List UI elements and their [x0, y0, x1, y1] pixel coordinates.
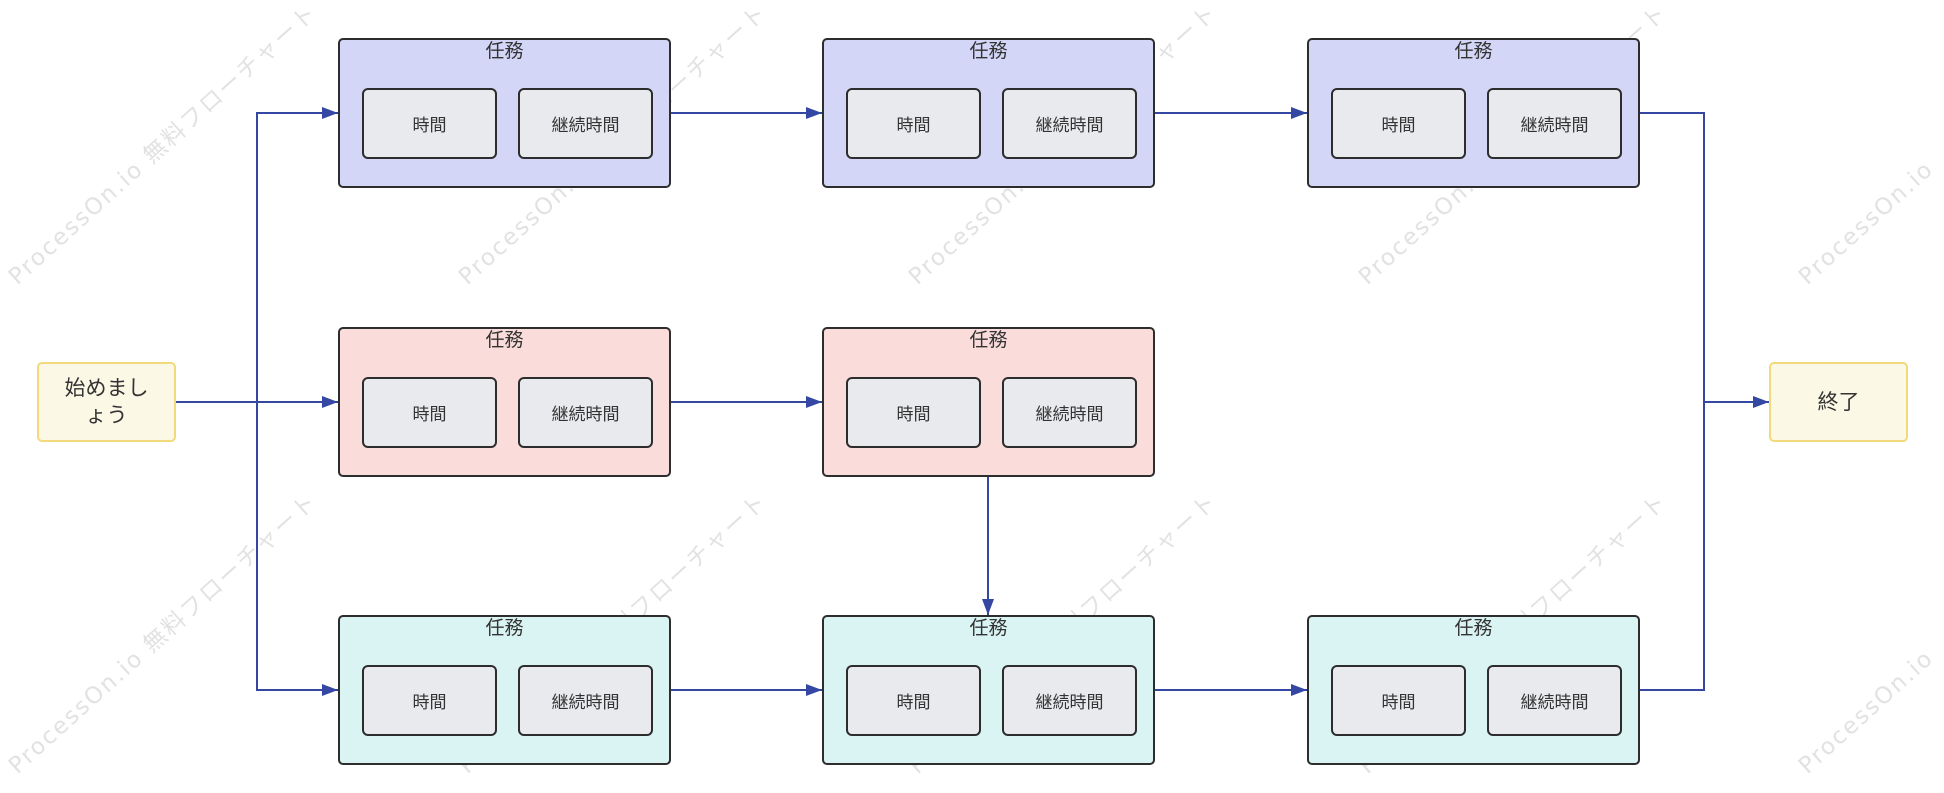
time-cell: 時間 [362, 88, 497, 159]
duration-cell: 継続時間 [1002, 377, 1137, 448]
task-title: 任務 [1454, 617, 1493, 639]
task-node-r1-c2: 任務 時間 継続時間 [822, 38, 1155, 188]
time-cell: 時間 [846, 88, 981, 159]
task-title: 任務 [485, 40, 524, 62]
connector-r1c3-to-merge [1640, 112, 1705, 402]
duration-cell: 継続時間 [1002, 665, 1137, 736]
end-label: 終了 [1817, 389, 1860, 414]
task-title: 任務 [485, 329, 524, 351]
connector-start-to-row3 [256, 402, 338, 696]
duration-cell: 継続時間 [1002, 88, 1137, 159]
connector-r3c3-to-merge [1640, 402, 1705, 691]
task-node-r2-c2: 任務 時間 継続時間 [822, 327, 1155, 477]
task-node-r2-c1: 任務 時間 継続時間 [338, 327, 671, 477]
time-cell: 時間 [362, 377, 497, 448]
duration-cell: 継続時間 [518, 377, 653, 448]
time-cell: 時間 [846, 665, 981, 736]
start-node: 始めましょう [37, 362, 176, 442]
task-node-r1-c1: 任務 時間 継続時間 [338, 38, 671, 188]
time-cell: 時間 [362, 665, 497, 736]
task-node-r3-c2: 任務 時間 継続時間 [822, 615, 1155, 765]
time-cell: 時間 [846, 377, 981, 448]
duration-cell: 継続時間 [1487, 88, 1622, 159]
task-node-r1-c3: 任務 時間 継続時間 [1307, 38, 1640, 188]
duration-cell: 継続時間 [1487, 665, 1622, 736]
connector-start-to-row1 [256, 107, 338, 402]
task-title: 任務 [969, 329, 1008, 351]
duration-cell: 継続時間 [518, 665, 653, 736]
time-cell: 時間 [1331, 88, 1466, 159]
task-title: 任務 [969, 40, 1008, 62]
task-title: 任務 [969, 617, 1008, 639]
start-label: 始めましょう [64, 376, 149, 427]
task-node-r3-c3: 任務 時間 継続時間 [1307, 615, 1640, 765]
end-node: 終了 [1769, 362, 1908, 442]
task-title: 任務 [1454, 40, 1493, 62]
time-cell: 時間 [1331, 665, 1466, 736]
task-title: 任務 [485, 617, 524, 639]
duration-cell: 継続時間 [518, 88, 653, 159]
task-node-r3-c1: 任務 時間 継続時間 [338, 615, 671, 765]
